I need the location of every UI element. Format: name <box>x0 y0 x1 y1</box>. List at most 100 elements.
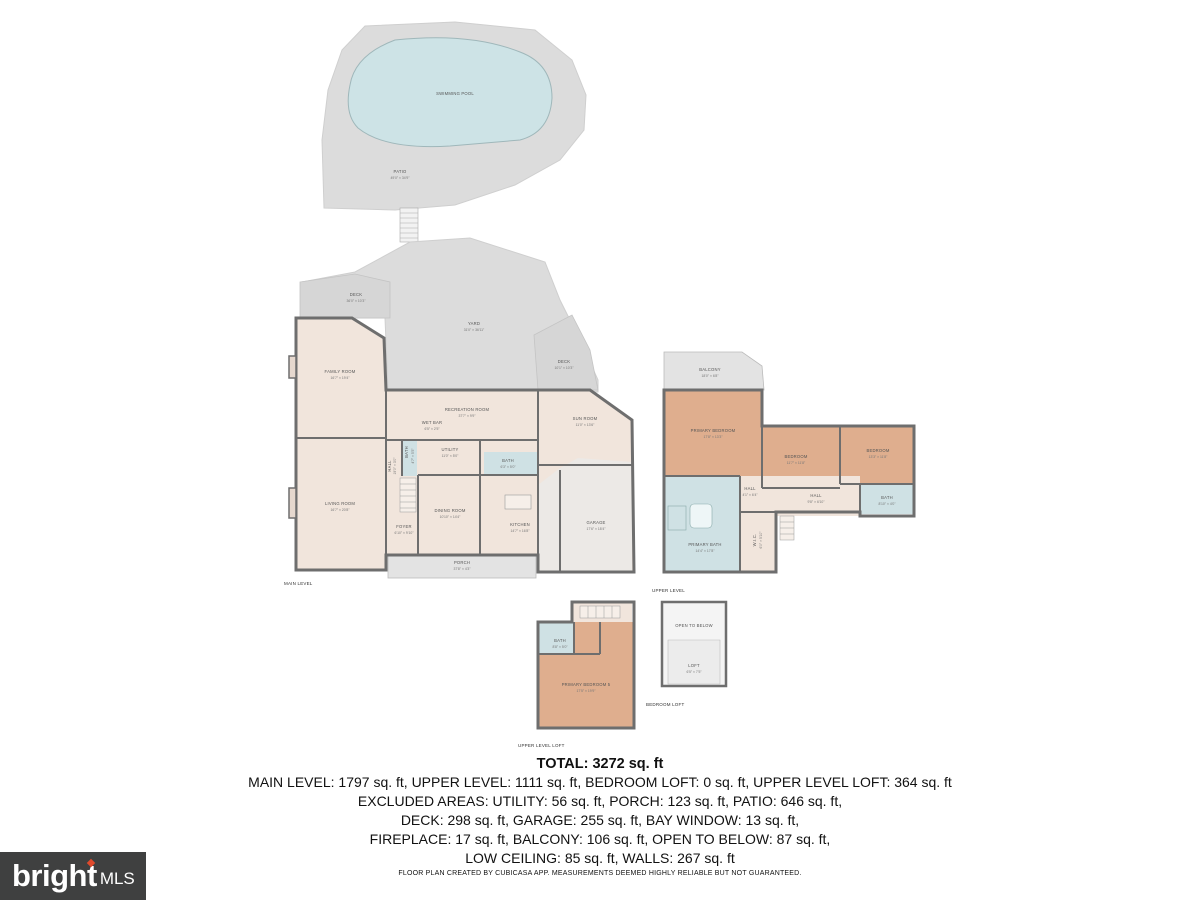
sun-room-dim: 11'0" × 13'6" <box>576 423 595 427</box>
logo-word: bright <box>12 858 97 893</box>
primary-bath-dim: 14'4" × 17'8" <box>696 549 716 553</box>
upper-bath-floor <box>860 484 914 514</box>
dining-room-dim: 10'10" × 14'4" <box>440 515 462 519</box>
utility-label: UTILITY <box>442 447 459 452</box>
main-interior-walls <box>296 390 632 572</box>
balcony-dim: 18'0" × 6'8" <box>702 374 720 378</box>
garage-floor <box>538 458 632 572</box>
yard-dim: 31'0" × 36'11" <box>464 328 485 332</box>
wic-dim: 6'0" × 5'10" <box>759 531 763 549</box>
utility-dim: 11'0" × 5'0" <box>442 454 460 458</box>
bath-dim: 6'3" × 5'0" <box>500 465 516 469</box>
deck-left <box>299 273 391 319</box>
hall-label: HALL <box>387 460 392 472</box>
primary-bedroom-5-floor <box>538 654 634 728</box>
hall-dim: 19'0" × 3'0" <box>393 457 397 475</box>
primary-bedroom-floor <box>664 390 762 476</box>
upper-hall-1-dim: 4'1" × 6'4" <box>742 493 758 497</box>
upper-hall-2-label: HALL <box>810 493 822 498</box>
upper-interior-walls <box>664 426 914 572</box>
wic-floor <box>740 512 776 572</box>
summary-line-1: MAIN LEVEL: 1797 sq. ft, UPPER LEVEL: 11… <box>248 774 952 790</box>
deck-left-label: DECK <box>350 292 362 297</box>
patio-stairs <box>399 207 419 243</box>
upper-hall-2-dim: 9'8" × 6'10" <box>808 500 826 504</box>
loft-mid-floor <box>574 622 634 654</box>
deck-right <box>533 314 599 391</box>
upper-level-label: UPPER LEVEL <box>652 588 685 593</box>
open-to-below-label: OPEN TO BELOW <box>675 623 713 628</box>
primary-bath-label: PRIMARY BATH <box>688 542 721 547</box>
living-room-label: LIVING ROOM <box>325 501 355 506</box>
deck-right-label: DECK <box>558 359 570 364</box>
bedroom-3-label: BEDROOM <box>866 448 889 453</box>
loft-exterior-walls <box>536 600 636 730</box>
wet-bar-dim: 6'5" × 2'5" <box>424 427 440 431</box>
bright-mls-logo: bright MLS <box>0 852 146 900</box>
total-area: TOTAL: 3272 sq. ft <box>536 756 664 772</box>
foyer-label: FOYER <box>396 524 411 529</box>
upper-bath-label: BATH <box>881 495 893 500</box>
sun-room-label: SUN ROOM <box>573 416 598 421</box>
main-level-label: MAIN LEVEL <box>284 581 313 586</box>
loft-interior-walls <box>538 622 601 655</box>
upper-bath-dim: 8'10" × 4'0" <box>879 502 897 506</box>
upper-hall-floor <box>740 476 860 516</box>
yard-label: YARD <box>468 321 480 326</box>
logo-suffix: MLS <box>99 869 135 888</box>
kitchen-island-icon <box>504 494 532 510</box>
summary-line-5: LOW CEILING: 85 sq. ft, WALLS: 267 sq. f… <box>465 850 735 866</box>
family-room-dim: 16'7" × 19'4" <box>331 376 351 380</box>
family-fireplace-icon <box>288 355 297 379</box>
primary-bedroom-label: PRIMARY BEDROOM <box>691 428 736 433</box>
deck-left-dim: 36'0" × 10'3" <box>347 299 367 303</box>
pool-label: SWIMMING POOL <box>436 91 474 96</box>
bath-floor <box>484 452 538 474</box>
loft-bath-dim: 8'8" × 5'0" <box>552 645 568 649</box>
loft-stairs-icon <box>579 605 621 619</box>
garage-dim: 17'6" × 18'4" <box>587 527 607 531</box>
family-room-label: FAMILY ROOM <box>325 369 356 374</box>
main-stairs-icon <box>399 477 417 513</box>
small-bath-label: BATH <box>404 446 409 458</box>
upper-level-loft-label: UPPER LEVEL LOFT <box>518 743 565 748</box>
patio-label: PATIO <box>394 169 407 174</box>
bedroom-3-dim: 13'3" × 11'8" <box>869 455 888 459</box>
deck-right-dim: 10'1" × 10'3" <box>555 366 575 370</box>
primary-bedroom-dim: 17'8" × 13'3" <box>704 435 724 439</box>
kitchen-dim: 14'7" × 16'8" <box>511 529 531 533</box>
patio-dim: 49'0" × 34'9" <box>391 176 411 180</box>
garage-label: GARAGE <box>586 520 605 525</box>
recreation-room-label: RECREATION ROOM <box>445 407 490 412</box>
dining-room-label: DINING ROOM <box>434 508 465 513</box>
upper-stairs-icon <box>779 515 795 541</box>
small-bath-dim: 4'7" × 5'5" <box>411 448 415 464</box>
bedroom-3-floor <box>840 426 914 484</box>
summary-line-3: DECK: 298 sq. ft, GARAGE: 255 sq. ft, BA… <box>400 812 800 828</box>
shower-icon <box>667 505 687 531</box>
main-exterior-walls <box>294 316 636 574</box>
wet-bar-label: WET BAR <box>422 420 442 425</box>
bedroom-2-dim: 11'7" × 11'8" <box>787 461 806 465</box>
recreation-room-dim: 37'7" × 9'9" <box>459 414 477 418</box>
wic-label: W.I.C. <box>752 534 757 547</box>
bedroom-loft: OPEN TO BELOW LOFT 6'5" × 7'5" BEDROOM L… <box>646 600 728 707</box>
upper-level: BALCONY 18'0" × 6'8" PRIMARY BED <box>652 351 916 593</box>
bathtub-icon <box>689 503 713 529</box>
balcony-area <box>663 351 765 391</box>
balcony-label: BALCONY <box>699 367 720 372</box>
primary-bedroom-5-dim: 17'5" × 19'9" <box>577 689 597 693</box>
main-level: FAMILY ROOM 16'7" × 19'4" LIVING ROOM 16… <box>284 316 636 586</box>
bedroom-loft-label: BEDROOM LOFT <box>646 702 684 707</box>
upper-hall-1-label: HALL <box>744 486 756 491</box>
porch-label: PORCH <box>454 560 470 565</box>
living-fireplace-icon <box>288 487 297 519</box>
loft-label: LOFT <box>688 663 700 668</box>
kitchen-label: KITCHEN <box>510 522 530 527</box>
bath-label: BATH <box>502 458 514 463</box>
small-bath-floor <box>402 440 417 476</box>
summary-line-2: EXCLUDED AREAS: UTILITY: 56 sq. ft, PORC… <box>357 793 843 809</box>
foyer-dim: 6'10" × 9'10" <box>395 531 415 535</box>
swimming-pool <box>347 37 553 148</box>
